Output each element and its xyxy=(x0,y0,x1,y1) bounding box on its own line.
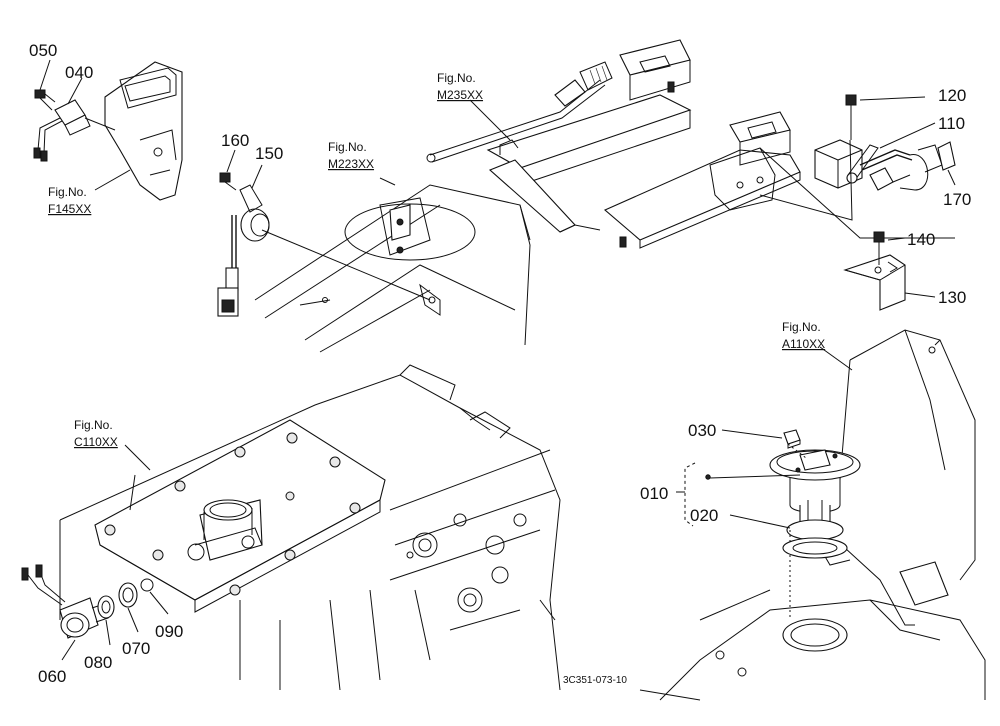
gasket-020 xyxy=(782,537,848,559)
housing-c110 xyxy=(59,364,561,691)
leader-lines-topright xyxy=(469,99,955,239)
bolt-120 xyxy=(845,94,926,140)
drawing-code: 3C351-073-10 xyxy=(563,675,627,686)
frame-m223 xyxy=(254,177,531,353)
fig-m223-prefix: Fig.No. xyxy=(328,140,367,154)
fuel-pump-010 xyxy=(769,449,949,626)
bolt-140 xyxy=(873,231,906,265)
label-050: 050 xyxy=(29,41,57,60)
label-070: 070 xyxy=(122,639,150,658)
bracket-130 xyxy=(843,254,906,311)
washer-080 xyxy=(97,595,115,619)
bolt-160 xyxy=(219,172,237,191)
fig-c110-prefix: Fig.No. xyxy=(74,418,113,432)
label-040: 040 xyxy=(65,63,93,82)
switch-150 xyxy=(217,184,431,317)
label-170: 170 xyxy=(943,190,971,209)
bracket-010 xyxy=(676,462,801,527)
tank-a110 xyxy=(639,329,986,701)
fig-m223-code: M223XX xyxy=(328,157,374,171)
label-150: 150 xyxy=(255,144,283,163)
fig-a110-code: A110XX xyxy=(782,337,825,351)
label-080: 080 xyxy=(84,653,112,672)
leader-lines-bottomleft xyxy=(61,444,169,661)
nut-030 xyxy=(783,429,807,459)
fig-m235-code: M235XX xyxy=(437,88,483,102)
fig-f145-prefix: Fig.No. xyxy=(48,185,87,199)
label-090: 090 xyxy=(155,622,183,641)
leader-lines-right xyxy=(759,122,936,221)
leader-lines-bottomright xyxy=(721,346,853,529)
oring-090 xyxy=(140,578,154,592)
label-020: 020 xyxy=(690,506,718,525)
label-160: 160 xyxy=(221,131,249,150)
label-120: 120 xyxy=(938,86,966,105)
label-010: 010 xyxy=(640,484,668,503)
cap-170 xyxy=(937,141,956,186)
washer-070 xyxy=(118,582,138,608)
leader-lines-topleft xyxy=(39,59,131,191)
label-030: 030 xyxy=(688,421,716,440)
fig-c110-code: C110XX xyxy=(74,435,118,449)
leader-lines-topmid xyxy=(226,149,263,189)
switch-110 xyxy=(814,139,943,191)
frame-m235 xyxy=(426,39,801,249)
switch-040 xyxy=(33,99,116,162)
label-140: 140 xyxy=(907,230,935,249)
bolt-050 xyxy=(34,89,56,111)
fig-a110-prefix: Fig.No. xyxy=(782,320,821,334)
sensor-060 xyxy=(21,564,109,639)
fig-f145-code: F145XX xyxy=(48,202,91,216)
label-130: 130 xyxy=(938,288,966,307)
label-060: 060 xyxy=(38,667,66,686)
leader-line-130 xyxy=(904,292,936,298)
label-110: 110 xyxy=(938,114,965,133)
panel-bracket-f145 xyxy=(104,61,183,201)
fig-m235-prefix: Fig.No. xyxy=(437,71,476,85)
